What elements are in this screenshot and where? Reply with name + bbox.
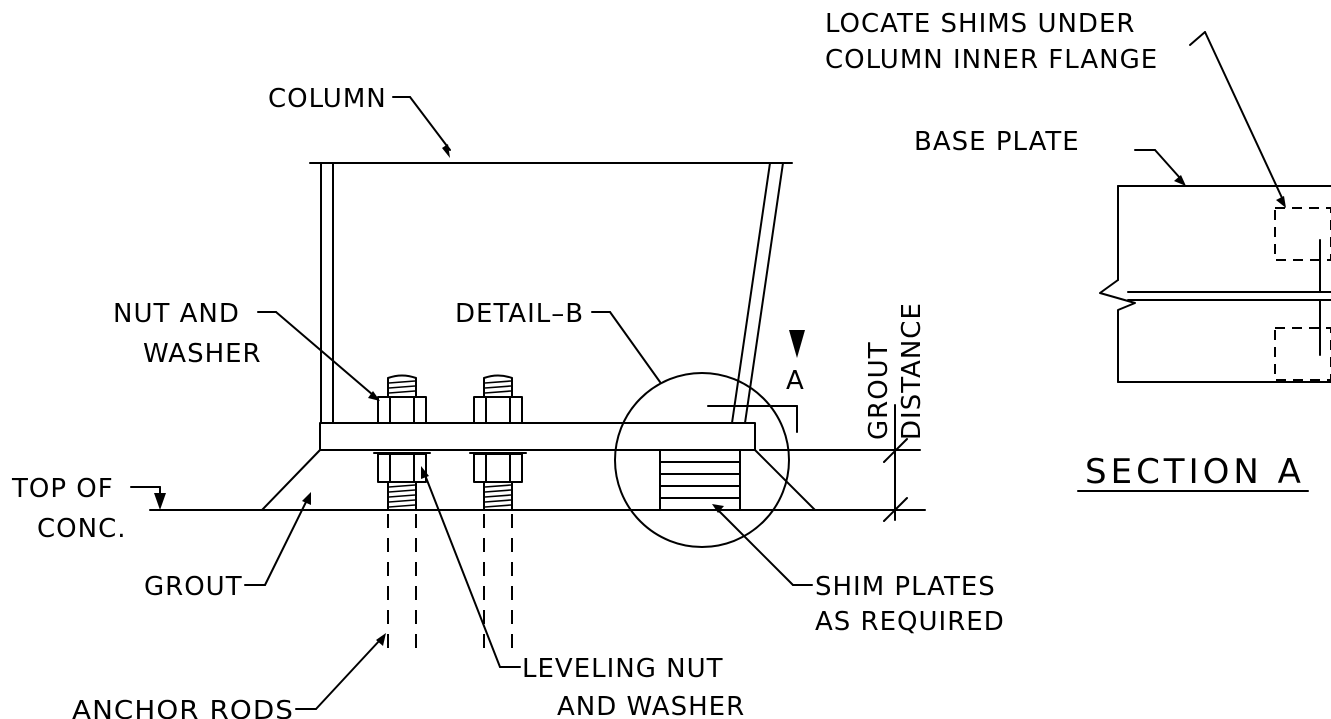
top-of-conc-label-1: TOP OF	[11, 474, 114, 504]
column	[309, 162, 793, 424]
nut-washer-label-2: WASHER	[143, 339, 262, 369]
locate-shims-label-1: LOCATE SHIMS UNDER	[825, 9, 1135, 39]
section-a-view: LOCATE SHIMS UNDER COLUMN INNER FLANGE B…	[825, 9, 1331, 492]
grout-pad	[261, 449, 816, 511]
top-of-conc-label-2: CONC.	[37, 514, 127, 544]
section-a-title: SECTION A	[1085, 452, 1305, 492]
base-plate	[319, 422, 756, 451]
shim-plates-label-2: AS REQUIRED	[815, 607, 1005, 637]
section-mark-label: A	[786, 366, 805, 396]
leveling-nut-label-2: AND WASHER	[557, 692, 745, 719]
anchor-rods-label: ANCHOR RODS	[72, 696, 294, 719]
grout-distance-label-1: GROUT	[864, 341, 894, 440]
anchor-rod-2	[469, 374, 527, 650]
grout-distance-label-2: DISTANCE	[897, 302, 927, 440]
section-cut-mark	[707, 330, 805, 433]
leveling-nut-label-1: LEVELING NUT	[522, 654, 724, 684]
detail-b-circle	[614, 372, 790, 548]
elevation-view: COLUMN NUT AND WASHER TOP OF CONC. DETAI…	[11, 84, 1005, 719]
detail-b-label: DETAIL–B	[455, 299, 584, 329]
grout-label: GROUT	[144, 572, 243, 602]
shim-plates	[659, 449, 741, 511]
shim-plates-label-1: SHIM PLATES	[815, 572, 996, 602]
base-plate-label: BASE PLATE	[914, 127, 1080, 157]
grout-distance-dimension	[759, 404, 921, 522]
anchor-rod-1	[373, 374, 431, 650]
leaders	[130, 96, 813, 710]
locate-shims-label-2: COLUMN INNER FLANGE	[825, 45, 1158, 75]
nut-washer-label-1: NUT AND	[113, 299, 240, 329]
column-label: COLUMN	[268, 84, 387, 114]
